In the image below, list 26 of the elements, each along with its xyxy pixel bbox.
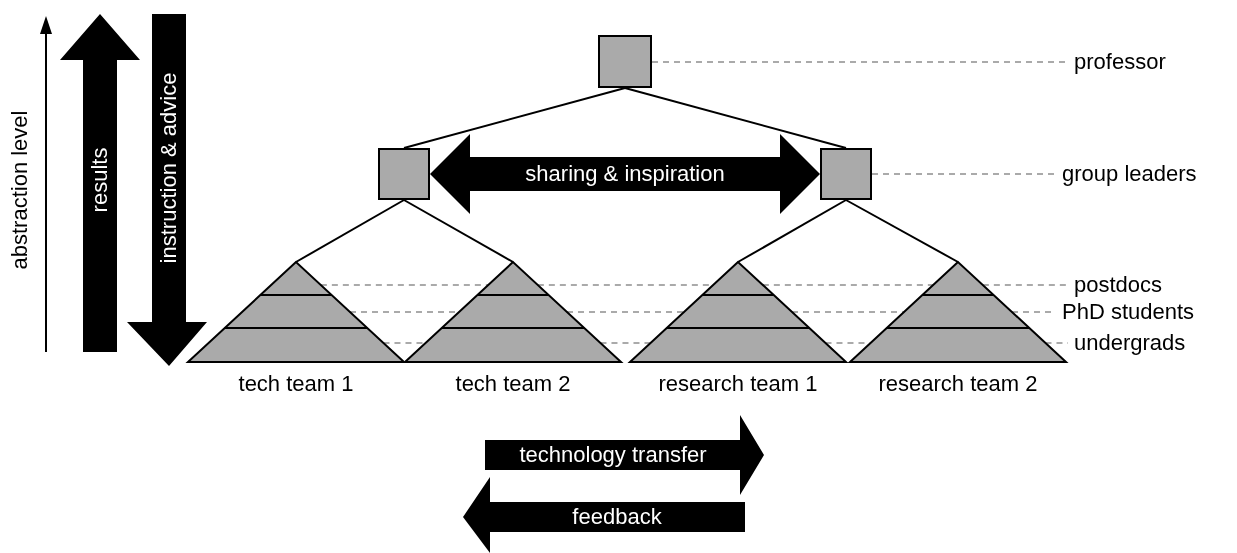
level-label: professor bbox=[1074, 50, 1166, 74]
tree-line bbox=[737, 199, 847, 263]
arrow-label: results bbox=[88, 147, 112, 213]
team-label: tech team 1 bbox=[238, 372, 354, 396]
team-label: research team 2 bbox=[878, 372, 1038, 396]
leader-box bbox=[598, 35, 652, 88]
tree-line bbox=[295, 199, 405, 263]
level-label: group leaders bbox=[1062, 162, 1197, 186]
arrow-label: feedback bbox=[572, 505, 662, 529]
team-label: tech team 2 bbox=[455, 372, 571, 396]
block-arrow bbox=[430, 134, 820, 214]
tree-line bbox=[624, 87, 847, 149]
edge-label: sharing & inspiration bbox=[525, 162, 725, 186]
team-label: research team 1 bbox=[658, 372, 818, 396]
dashed-connector bbox=[871, 173, 1057, 175]
arrow-label: instruction & advice bbox=[157, 72, 181, 264]
leader-box bbox=[378, 148, 430, 200]
level-label: undergrads bbox=[1074, 331, 1186, 355]
tree-line bbox=[845, 199, 959, 263]
level-label: postdocs bbox=[1074, 273, 1163, 297]
tree-line bbox=[403, 87, 626, 149]
leader-box bbox=[820, 148, 872, 200]
tree-line bbox=[403, 199, 514, 263]
level-label: PhD students bbox=[1062, 300, 1195, 324]
arrow-label: technology transfer bbox=[519, 443, 707, 467]
axis-label: abstraction level bbox=[8, 110, 32, 270]
